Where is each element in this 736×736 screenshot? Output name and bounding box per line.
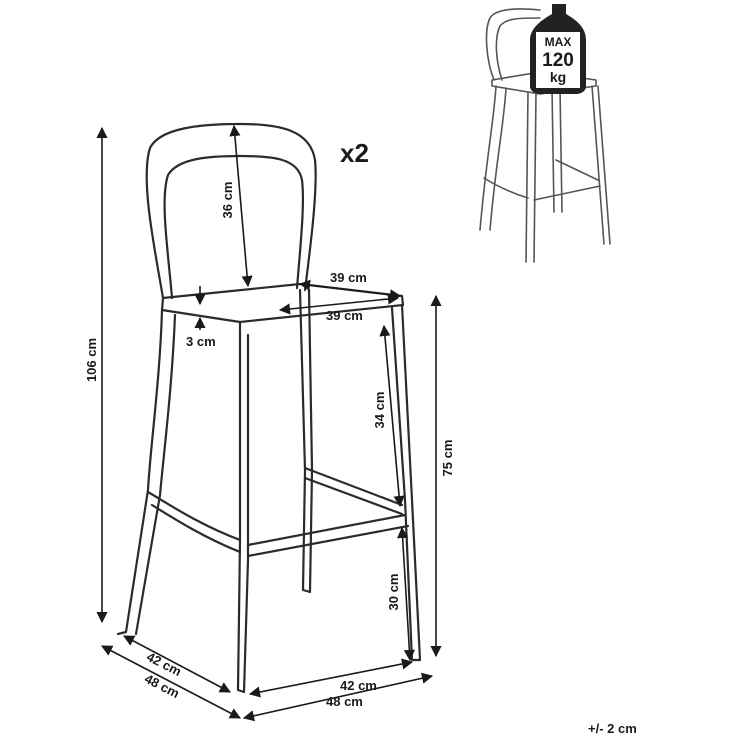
seat-width-front-label: 39 cm: [326, 308, 363, 323]
max-unit: kg: [550, 69, 566, 85]
seat-to-footrest-label: 34 cm: [372, 392, 387, 429]
footrest-height-label: 30 cm: [386, 574, 401, 611]
quantity-label: x2: [340, 138, 369, 168]
backrest-height-label: 36 cm: [220, 182, 235, 219]
max-load-drawing: [479, 8, 611, 263]
max-label: MAX: [545, 35, 572, 49]
total-height-label: 106 cm: [84, 338, 99, 382]
seat-height-label: 75 cm: [440, 440, 455, 477]
weight-icon: [530, 4, 586, 94]
seat-width-back-label: 39 cm: [330, 270, 367, 285]
dimension-lines: [96, 124, 442, 722]
width-top-label: 42 cm: [340, 678, 377, 693]
max-value: 120: [542, 50, 574, 71]
seat-thickness-label: 3 cm: [186, 334, 216, 349]
width-bottom-label: 48 cm: [326, 694, 363, 709]
tolerance-label: +/- 2 cm: [588, 721, 637, 736]
